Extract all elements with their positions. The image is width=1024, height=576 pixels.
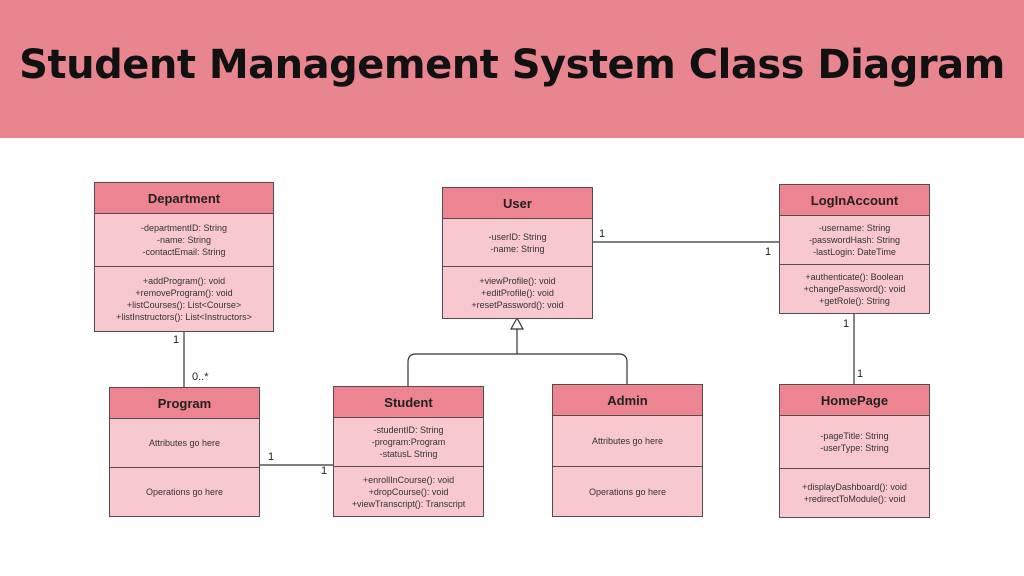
class-name: HomePage [780,385,929,416]
operation: +addProgram(): void [142,276,226,286]
class-user[interactable]: User -userID: String -name: String +view… [442,187,593,319]
attributes-section: -userID: String -name: String [443,219,592,267]
attribute: -lastLogin: DateTime [813,247,896,257]
attributes-section: -studentID: String -program:Program -sta… [334,418,483,467]
attributes-section: -username: String -passwordHash: String … [780,216,929,265]
attribute: Attributes go here [148,438,221,448]
attribute: -userType: String [820,443,889,453]
class-name: Student [334,387,483,418]
attribute: -pageTitle: String [820,431,889,441]
attribute: -name: String [490,243,545,254]
class-student[interactable]: Student -studentID: String -program:Prog… [333,386,484,517]
multiplicity-label: 1 [173,334,180,346]
multiplicity-label: 1 [268,451,275,463]
operation: +viewTranscript(): Transcript [351,498,466,509]
class-program[interactable]: Program Attributes go here Operations go… [109,387,260,517]
attribute: -userID: String [488,231,547,242]
operation: +removeProgram(): void [135,288,233,298]
operation: Operations go here [588,486,667,497]
operations-section: Operations go here [110,468,259,516]
attribute: -contactEmail: String [142,247,226,257]
operations-section: +enrollInCourse(): void +dropCourse(): v… [334,467,483,516]
generalization-connector [407,328,628,387]
operations-section: +addProgram(): void +removeProgram(): vo… [95,267,273,331]
title-banner [0,0,1024,138]
attributes-section: -departmentID: String -name: String -con… [95,214,273,267]
class-name: Program [110,388,259,419]
operation: +editProfile(): void [481,287,554,298]
attribute: -passwordHash: String [808,235,901,245]
operations-section: +authenticate(): Boolean +changePassword… [780,265,929,313]
multiplicity-label: 1 [857,368,864,380]
operation: +displayDashboard(): void [802,482,907,492]
multiplicity-label: 1 [765,246,772,258]
attributes-section: Attributes go here [110,419,259,468]
operations-section: +viewProfile(): void +editProfile(): voi… [443,267,592,318]
operation: +dropCourse(): void [368,486,449,497]
attribute: -name: String [156,235,212,245]
multiplicity-label: 1 [321,465,328,477]
operation: +redirectToModule(): void [803,494,906,504]
operation: +listInstructors(): List<Instructors> [116,312,252,322]
class-home-page[interactable]: HomePage -pageTitle: String -userType: S… [779,384,930,518]
multiplicity-label: 1 [843,318,850,330]
attribute: -program:Program [371,437,446,447]
class-name: Department [95,183,273,214]
operation: +authenticate(): Boolean [805,272,904,282]
attribute: -studentID: String [373,425,444,435]
attribute: Attributes go here [591,436,664,446]
class-name: User [443,188,592,219]
operation: +enrollInCourse(): void [362,474,455,485]
operations-section: Operations go here [553,467,702,516]
operation: +getRole(): String [819,296,890,306]
operation: +listCourses(): List<Course> [126,300,242,310]
page-title: Student Management System Class Diagram [19,42,1005,88]
operation: +changePassword(): void [803,284,906,294]
attribute: -username: String [818,223,891,233]
attribute: -statusL String [379,449,438,459]
attributes-section: -pageTitle: String -userType: String [780,416,929,469]
class-admin[interactable]: Admin Attributes go here Operations go h… [552,384,703,517]
multiplicity-label: 0..* [192,371,209,383]
operations-section: +displayDashboard(): void +redirectToMod… [780,469,929,517]
class-department[interactable]: Department -departmentID: String -name: … [94,182,274,332]
class-login-account[interactable]: LogInAccount -username: String -password… [779,184,930,314]
multiplicity-label: 1 [599,228,606,240]
class-name: Admin [553,385,702,416]
attributes-section: Attributes go here [553,416,702,467]
inheritance-arrowhead [509,316,525,330]
operation: +viewProfile(): void [479,275,556,286]
class-name: LogInAccount [780,185,929,216]
operation: Operations go here [145,487,224,497]
attribute: -departmentID: String [140,223,228,233]
operation: +resetPassword(): void [471,299,564,310]
